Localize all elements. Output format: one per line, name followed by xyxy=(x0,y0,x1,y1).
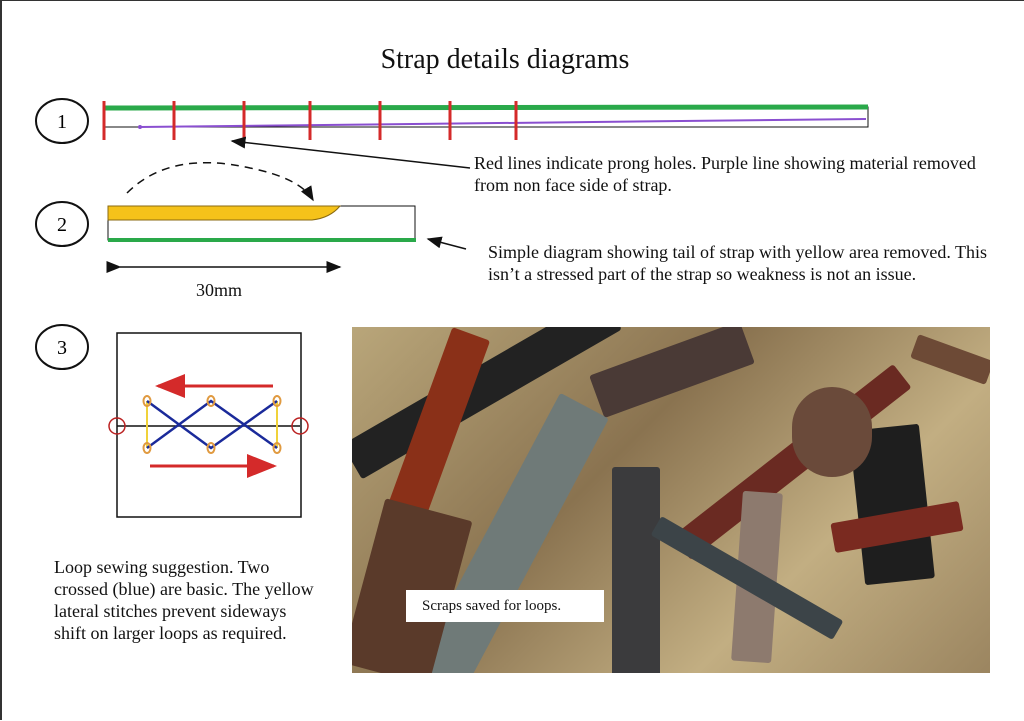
page-title: Strap details diagrams xyxy=(380,44,630,75)
strap-diagram-1 xyxy=(102,101,869,169)
step-3-badge: 3 xyxy=(35,324,89,370)
arrow-to-diagram-1 xyxy=(230,136,471,169)
svg-text:2: 2 xyxy=(57,214,67,236)
svg-text:3: 3 xyxy=(57,337,67,359)
step-2-badge: 2 xyxy=(35,201,89,247)
photo-caption: Scraps saved for loops. xyxy=(406,590,604,622)
dimension-label: 30mm xyxy=(196,280,243,300)
step-2-annotation: Simple diagram showing tail of strap wit… xyxy=(488,242,988,284)
arrow-to-diagram-2 xyxy=(426,236,467,250)
step-3-annotation: Loop sewing suggestion. Two crossed (blu… xyxy=(54,557,314,643)
fold-arrow xyxy=(126,162,314,202)
prong-hole-marks xyxy=(102,101,518,140)
loop-stitch-diagram xyxy=(108,332,309,518)
svg-text:1: 1 xyxy=(57,111,67,133)
strap-diagram-2 xyxy=(106,162,467,273)
step-1-badge: 1 xyxy=(35,98,89,144)
step-1-annotation: Red lines indicate prong holes. Purple l… xyxy=(474,153,976,195)
